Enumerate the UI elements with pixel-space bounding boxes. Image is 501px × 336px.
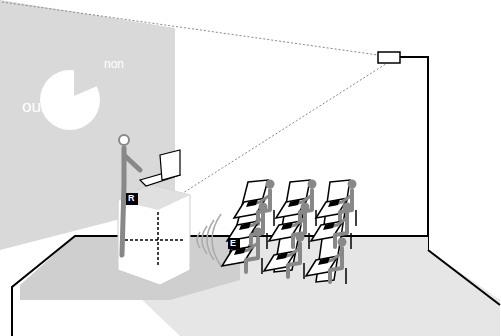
projector [378,52,400,63]
students [222,180,357,285]
podium-top [118,185,190,210]
pie-slice [74,64,102,96]
clicker [228,238,240,249]
podium [118,185,190,285]
laptop-screen [160,150,180,180]
answer-label: non [104,58,124,70]
beam-line [172,60,392,200]
clicker-label: E [230,239,236,248]
podium-wire [120,212,185,265]
beam-line [2,2,392,57]
answer-label: oui [22,98,45,115]
projector-cable [400,57,428,250]
teacher-body [122,148,140,255]
teacher-head [119,135,129,145]
receiver [126,193,138,205]
wireless-waves [197,214,221,266]
receiver-label: R [128,194,135,203]
